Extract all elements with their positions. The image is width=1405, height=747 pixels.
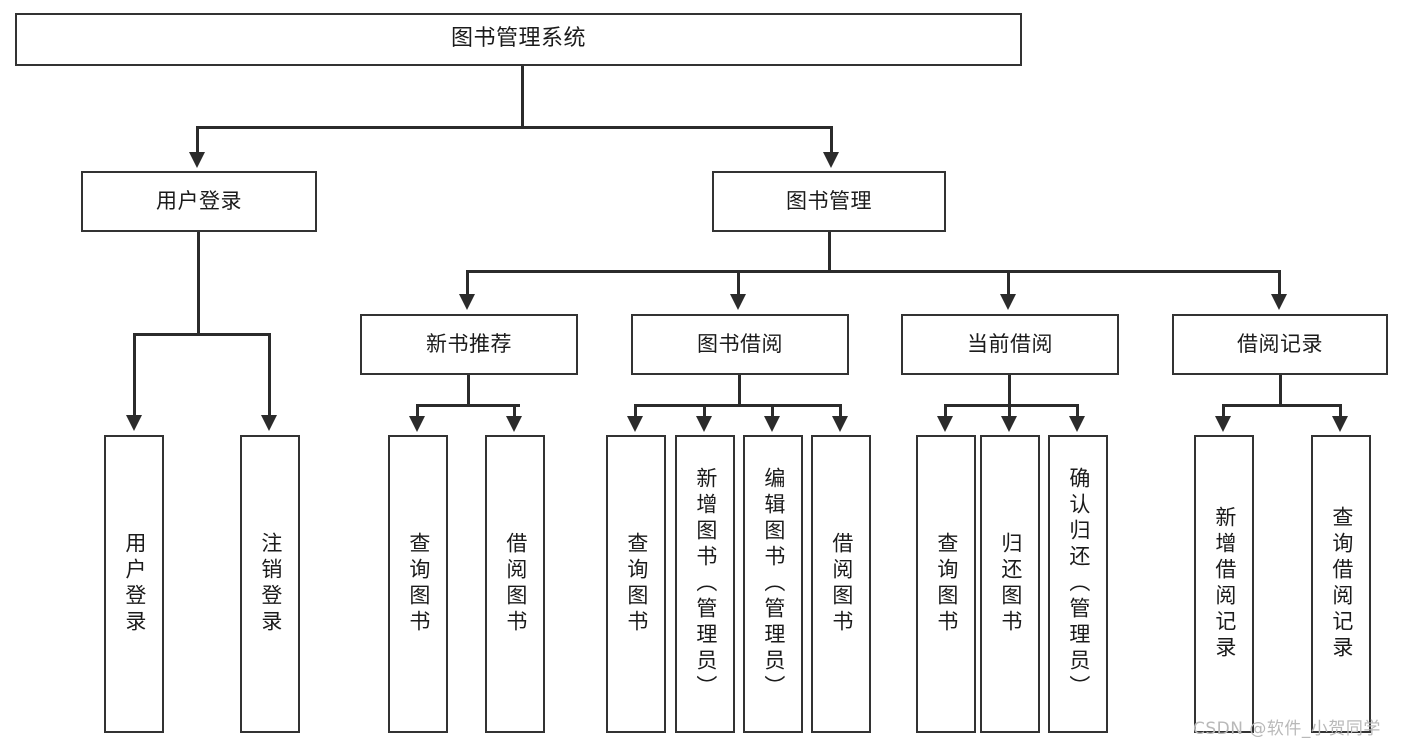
node-label: 编辑图书（管理员） bbox=[761, 467, 786, 701]
leaf-bb-add-book-admin[interactable]: 新增图书（管理员） bbox=[675, 435, 735, 733]
connector-drop-cb-3 bbox=[1076, 404, 1079, 418]
leaf-cb-return-book[interactable]: 归还图书 bbox=[980, 435, 1040, 733]
node-label: 图书借阅 bbox=[697, 331, 783, 356]
node-label: 借阅记录 bbox=[1237, 331, 1323, 356]
connector-new-book-stem bbox=[467, 375, 470, 406]
connector-drop-bb-4 bbox=[839, 404, 842, 418]
connector-book-manage-stem bbox=[828, 232, 831, 272]
connector-drop-user-login bbox=[196, 126, 199, 154]
node-book-borrow[interactable]: 图书借阅 bbox=[631, 314, 849, 375]
arrow-bb-leaf-4 bbox=[832, 416, 848, 432]
node-label: 当前借阅 bbox=[967, 331, 1053, 356]
leaf-nb-query-book[interactable]: 查询图书 bbox=[388, 435, 448, 733]
node-borrow-record[interactable]: 借阅记录 bbox=[1172, 314, 1388, 375]
node-label: 图书管理系统 bbox=[450, 26, 586, 52]
node-label: 新增图书（管理员） bbox=[693, 467, 718, 701]
connector-drop-leaf-user-login-2 bbox=[268, 333, 271, 417]
connector-drop-book-manage bbox=[830, 126, 833, 154]
arrow-borrow-record bbox=[1271, 294, 1287, 310]
node-label: 查询图书 bbox=[406, 532, 431, 636]
node-current-borrow[interactable]: 当前借阅 bbox=[901, 314, 1119, 375]
arrow-book-manage bbox=[823, 152, 839, 168]
arrow-book-borrow bbox=[730, 294, 746, 310]
connector-drop-bb-1 bbox=[634, 404, 637, 418]
connector-book-borrow-stem bbox=[738, 375, 741, 406]
node-label: 查询图书 bbox=[934, 532, 959, 636]
arrow-bb-leaf-1 bbox=[627, 416, 643, 432]
node-label: 注销登录 bbox=[258, 532, 283, 636]
connector-borrow-record-bus bbox=[1222, 404, 1342, 407]
connector-root-stem bbox=[521, 66, 524, 128]
arrow-current-borrow bbox=[1000, 294, 1016, 310]
arrow-br-leaf-1 bbox=[1215, 416, 1231, 432]
leaf-bb-borrow-book[interactable]: 借阅图书 bbox=[811, 435, 871, 733]
connector-borrow-record-stem bbox=[1279, 375, 1282, 406]
connector-drop-br-2 bbox=[1339, 404, 1342, 418]
arrow-user-login bbox=[189, 152, 205, 168]
arrow-nb-leaf-1 bbox=[409, 416, 425, 432]
node-book-management[interactable]: 图书管理 bbox=[712, 171, 946, 232]
node-label: 确认归还（管理员） bbox=[1066, 467, 1091, 701]
leaf-cb-confirm-return-admin[interactable]: 确认归还（管理员） bbox=[1048, 435, 1108, 733]
connector-current-borrow-bus bbox=[944, 404, 1079, 407]
node-label: 新书推荐 bbox=[426, 331, 512, 356]
arrow-cb-leaf-1 bbox=[937, 416, 953, 432]
connector-drop-book-borrow bbox=[737, 270, 740, 296]
leaf-bb-query-book[interactable]: 查询图书 bbox=[606, 435, 666, 733]
connector-drop-br-1 bbox=[1222, 404, 1225, 418]
connector-user-login-stem bbox=[197, 232, 200, 335]
leaf-logout-login[interactable]: 注销登录 bbox=[240, 435, 300, 733]
leaf-bb-edit-book-admin[interactable]: 编辑图书（管理员） bbox=[743, 435, 803, 733]
node-label: 图书管理 bbox=[786, 188, 872, 213]
leaf-br-add-record[interactable]: 新增借阅记录 bbox=[1194, 435, 1254, 733]
connector-level2-bus bbox=[466, 270, 1281, 273]
node-label: 归还图书 bbox=[998, 532, 1023, 636]
connector-drop-new-book bbox=[466, 270, 469, 296]
connector-root-bus bbox=[196, 126, 833, 129]
connector-new-book-bus bbox=[416, 404, 520, 407]
connector-drop-cb-1 bbox=[944, 404, 947, 418]
leaf-br-query-record[interactable]: 查询借阅记录 bbox=[1311, 435, 1371, 733]
node-label: 用户登录 bbox=[156, 188, 242, 213]
connector-current-borrow-stem bbox=[1008, 375, 1011, 406]
node-new-book-recommend[interactable]: 新书推荐 bbox=[360, 314, 578, 375]
connector-book-borrow-bus bbox=[634, 404, 842, 407]
node-label: 借阅图书 bbox=[503, 532, 528, 636]
csdn-watermark: CSDN @软件_小贺同学 bbox=[1193, 719, 1381, 739]
connector-drop-nb-2 bbox=[513, 404, 516, 418]
connector-drop-current-borrow bbox=[1007, 270, 1010, 296]
arrow-br-leaf-2 bbox=[1332, 416, 1348, 432]
connector-user-login-bus bbox=[133, 333, 270, 336]
arrow-bb-leaf-3 bbox=[764, 416, 780, 432]
leaf-cb-query-book[interactable]: 查询图书 bbox=[916, 435, 976, 733]
arrow-bb-leaf-2 bbox=[696, 416, 712, 432]
leaf-user-login[interactable]: 用户登录 bbox=[104, 435, 164, 733]
node-label: 查询图书 bbox=[624, 532, 649, 636]
node-label: 借阅图书 bbox=[829, 532, 854, 636]
leaf-nb-borrow-book[interactable]: 借阅图书 bbox=[485, 435, 545, 733]
node-root-system[interactable]: 图书管理系统 bbox=[15, 13, 1022, 66]
arrow-leaf-user-login-1 bbox=[126, 415, 142, 431]
node-label: 查询借阅记录 bbox=[1329, 506, 1354, 662]
arrow-cb-leaf-3 bbox=[1069, 416, 1085, 432]
connector-drop-bb-3 bbox=[771, 404, 774, 418]
connector-drop-cb-2 bbox=[1008, 404, 1011, 418]
node-label: 用户登录 bbox=[122, 532, 147, 636]
arrow-nb-leaf-2 bbox=[506, 416, 522, 432]
arrow-cb-leaf-2 bbox=[1001, 416, 1017, 432]
connector-drop-leaf-user-login-1 bbox=[133, 333, 136, 417]
arrow-new-book-recommend bbox=[459, 294, 475, 310]
connector-drop-bb-2 bbox=[703, 404, 706, 418]
node-user-login[interactable]: 用户登录 bbox=[81, 171, 317, 232]
connector-drop-borrow-record bbox=[1278, 270, 1281, 296]
arrow-leaf-user-login-2 bbox=[261, 415, 277, 431]
node-label: 新增借阅记录 bbox=[1212, 506, 1237, 662]
connector-drop-nb-1 bbox=[416, 404, 419, 418]
